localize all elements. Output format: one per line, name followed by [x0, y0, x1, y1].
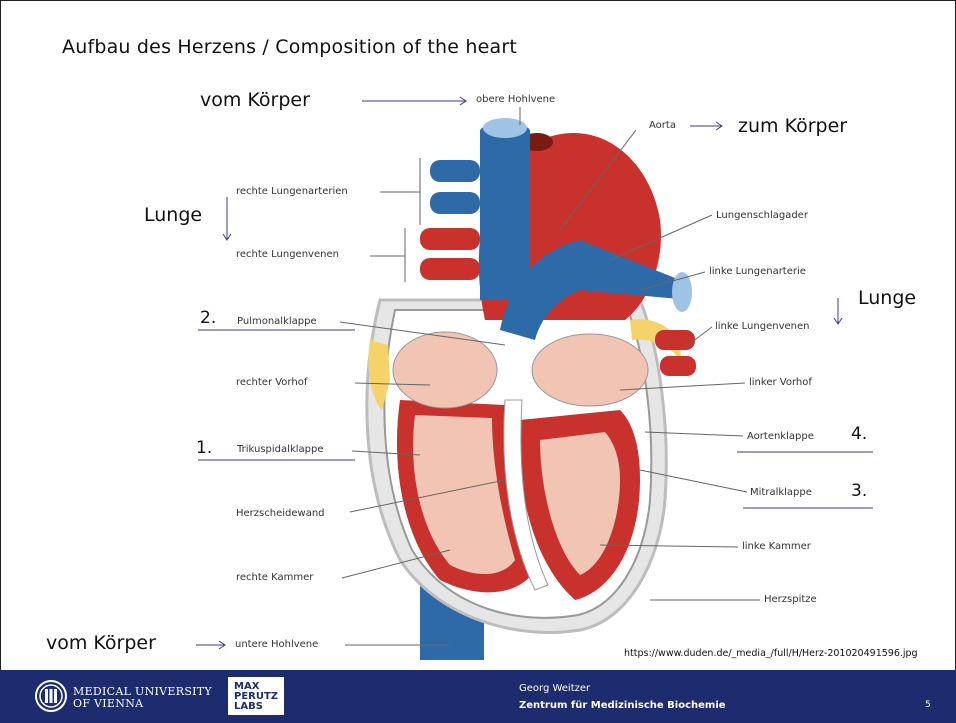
right-pulmonary-vein-2	[420, 258, 480, 280]
max-perutz-labs-logo: MAX PERUTZ LABS	[228, 677, 284, 715]
university-line-2: OF VIENNA	[73, 698, 212, 710]
superior-vena-cava	[480, 121, 530, 300]
footer-author: Georg Weitzer	[519, 683, 590, 694]
label-linke-lungenvenen: linke Lungenvenen	[715, 321, 809, 332]
annotation-number-3: 3.	[851, 481, 867, 501]
label-rechte-kammer: rechte Kammer	[236, 572, 313, 583]
left-atrium	[532, 334, 648, 406]
label-untere-hohlvene: untere Hohlvene	[235, 639, 318, 650]
annotation-vom-koerper-bottom: vom Körper	[46, 632, 156, 654]
label-linker-vorhof: linker Vorhof	[749, 377, 812, 388]
annotation-vom-koerper-top: vom Körper	[200, 89, 310, 111]
label-herzscheidewand: Herzscheidewand	[236, 508, 325, 519]
annotation-lunge-right: Lunge	[858, 287, 916, 309]
right-pulmonary-artery-1	[430, 160, 480, 182]
label-pulmonalklappe: Pulmonalklappe	[237, 316, 317, 327]
university-name: MEDICAL UNIVERSITY OF VIENNA	[73, 686, 212, 710]
annotation-lunge-left: Lunge	[144, 204, 202, 226]
label-rechte-lungenvenen: rechte Lungenvenen	[236, 249, 339, 260]
label-obere-hohlvene: obere Hohlvene	[476, 94, 555, 105]
annotation-number-2: 2.	[200, 308, 216, 328]
left-pulmonary-vein-1	[655, 330, 695, 350]
annotation-number-1: 1.	[196, 438, 212, 458]
annotation-number-4: 4.	[851, 424, 867, 444]
page-number: 5	[925, 700, 931, 710]
mpl-line-3: LABS	[228, 702, 284, 712]
right-pulmonary-artery-2	[430, 192, 480, 214]
right-atrium	[393, 332, 497, 408]
label-lungenschlagader: Lungenschlagader	[716, 210, 808, 221]
label-aorta: Aorta	[649, 120, 676, 131]
label-herzspitze: Herzspitze	[764, 594, 817, 605]
source-url: https://www.duden.de/_media_/full/H/Herz…	[624, 648, 918, 659]
right-pulmonary-vein-1	[420, 228, 480, 250]
footer-institute: Zentrum für Medizinische Biochemie	[519, 700, 726, 711]
label-rechter-vorhof: rechter Vorhof	[236, 377, 307, 388]
label-linke-lungenarterie: linke Lungenarterie	[709, 266, 806, 277]
label-linke-kammer: linke Kammer	[742, 541, 811, 552]
meduni-logo-icon	[34, 679, 68, 713]
label-rechte-lungenarterien: rechte Lungenarterien	[236, 186, 348, 197]
annotation-zum-koerper: zum Körper	[738, 115, 847, 137]
label-aortenklappe: Aortenklappe	[747, 431, 814, 442]
mpl-line-1: MAX	[228, 677, 284, 692]
label-trikuspidalklappe: Trikuspidalklappe	[237, 444, 323, 455]
label-mitralklappe: Mitralklappe	[750, 487, 812, 498]
left-pulmonary-vein-2	[660, 356, 696, 376]
